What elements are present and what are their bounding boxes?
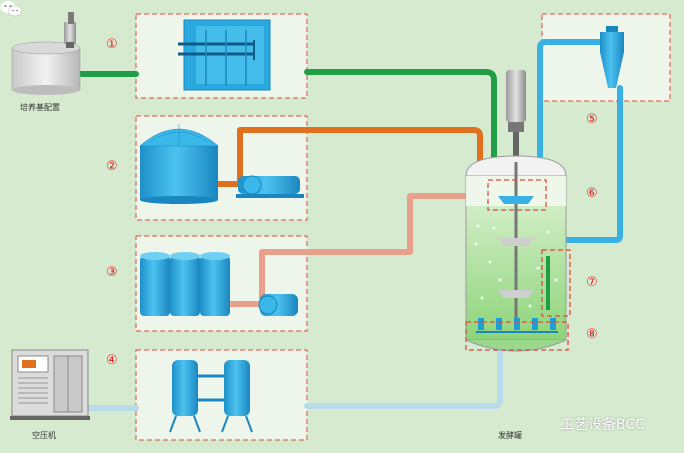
marker-6: ⑥	[586, 186, 598, 201]
air-compressor	[10, 349, 90, 420]
pipe-lightblue-b	[304, 343, 503, 409]
fermenter-callouts	[465, 179, 571, 351]
tank-array	[140, 252, 230, 316]
pipe-green-b	[304, 69, 497, 168]
box-4	[135, 349, 308, 441]
marker-1: ①	[106, 37, 118, 52]
marker-4: ④	[106, 353, 118, 368]
callout-8	[465, 321, 569, 351]
medium-prep-label: 培养基配置	[20, 103, 60, 112]
marker-7: ⑦	[586, 275, 598, 290]
pipe-salmon	[227, 193, 473, 307]
pipe-orange	[215, 127, 483, 187]
pipe-blue-b	[563, 85, 623, 243]
watermark-text: 工艺设备BCC	[560, 417, 645, 433]
pump-2	[236, 175, 304, 198]
marker-5: ⑤	[586, 112, 598, 127]
fermenter	[465, 70, 567, 352]
marker-3: ③	[106, 265, 118, 280]
air-filters	[169, 360, 253, 433]
pipes	[77, 39, 623, 411]
marker-2: ②	[106, 159, 118, 174]
cyclone-separator	[600, 26, 624, 88]
storage-tank	[139, 124, 219, 204]
pipe-blue-a	[537, 39, 603, 163]
wechat-icon	[0, 1, 22, 17]
marker-8: ⑧	[586, 327, 598, 342]
fermenter-label: 发酵罐	[498, 431, 522, 440]
pump-3	[258, 294, 298, 316]
callout-7	[541, 249, 571, 317]
medium-prep-tank	[11, 12, 81, 95]
heat-exchanger	[178, 19, 271, 91]
callout-6	[487, 179, 547, 211]
compressor-label: 空压机	[32, 431, 56, 440]
